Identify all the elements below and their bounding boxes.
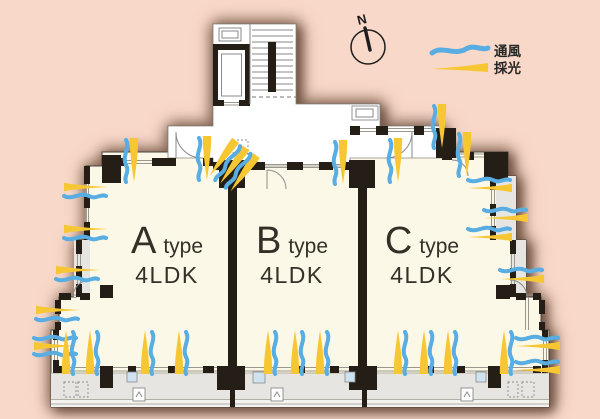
light-legend-icon (432, 63, 488, 72)
storage-dotted-4 (521, 381, 535, 398)
compass-circle (350, 29, 386, 65)
pipe-shaft (218, 27, 242, 42)
ac-unit-2 (270, 387, 284, 402)
unit-divider-walls (217, 188, 377, 407)
vent-legend-icon (429, 44, 491, 56)
water-heater-3 (344, 371, 356, 383)
legend: 通風 採光 (429, 44, 522, 76)
elevator-car (221, 53, 242, 97)
core (213, 24, 379, 155)
ac-unit-1 (132, 387, 146, 402)
elevator-door-lines (224, 102, 239, 106)
balcony-railing-band (51, 399, 549, 407)
compass: N (350, 11, 386, 65)
water-heater-2 (252, 371, 266, 384)
south-balcony (51, 373, 549, 399)
compass-north-label: N (356, 11, 369, 28)
unit-a-layout: 4LDK (135, 262, 199, 288)
storage-dotted-2 (77, 381, 89, 398)
water-heater-1 (126, 371, 138, 383)
legend-daylight-row: 採光 (432, 60, 522, 76)
staircase (249, 24, 296, 104)
legend-daylight-label: 採光 (494, 60, 522, 76)
door-arc-right-wing (451, 159, 469, 177)
water-heater-4 (475, 371, 487, 383)
legend-ventilation-row: 通風 (429, 44, 522, 59)
pipe-shaft-inner (221, 30, 239, 39)
entry-door-arc-b (266, 169, 287, 190)
meter-box-inner (355, 108, 374, 118)
storage-dotted-1 (63, 381, 77, 398)
unit-c-layout: 4LDK (390, 262, 454, 288)
storage-dotted-3 (507, 381, 519, 398)
ac-unit-3 (460, 387, 474, 402)
unit-b-layout: 4LDK (260, 262, 324, 288)
ac-unit-3-mark (463, 391, 471, 398)
legend-ventilation-label: 通風 (494, 44, 522, 59)
ac-unit-1-mark (135, 391, 143, 398)
ac-unit-2-mark (273, 391, 281, 398)
elevator-interior (218, 50, 245, 100)
door-arc-southeast (509, 279, 528, 298)
stair-stringer (268, 42, 276, 92)
compass-needle (363, 26, 372, 52)
